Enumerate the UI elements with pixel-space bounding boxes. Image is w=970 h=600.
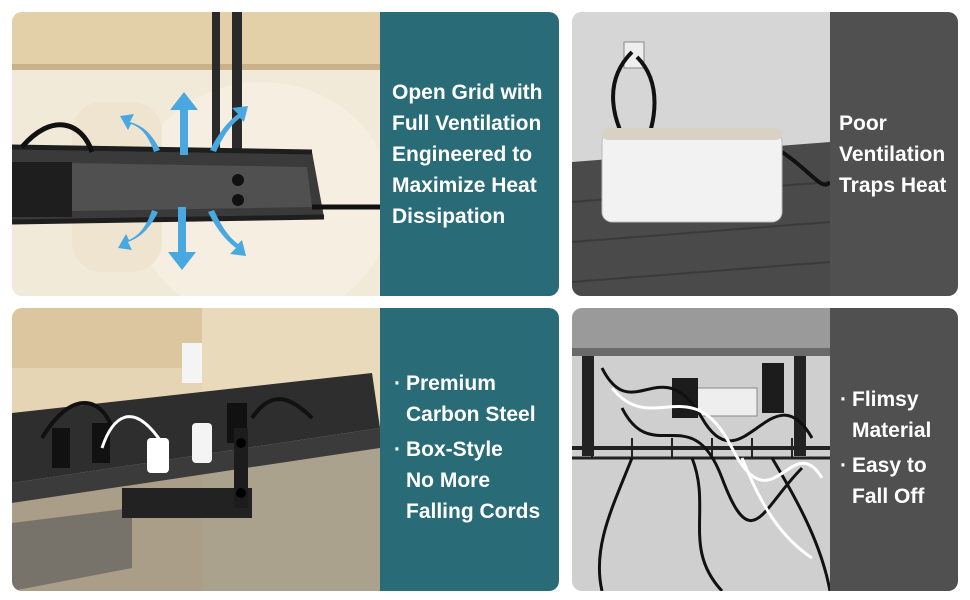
bullet-line: Carbon Steel (406, 403, 536, 426)
bullet-line: Material (852, 418, 932, 442)
bullet-line: Flimsy (852, 387, 919, 411)
panel-open-grid: Open Grid with Full Ventilation Engineer… (12, 12, 559, 296)
airflow-down-arrows-icon (118, 207, 246, 270)
photo-messy-cables (572, 308, 830, 591)
bullet-dot: · (840, 387, 847, 411)
bullet-line: Fall Off (852, 484, 925, 508)
photo-tray-full (12, 308, 380, 591)
caption-line: Poor (839, 111, 887, 135)
caption-line: Full Ventilation (392, 111, 542, 135)
drawback-bullet: · Easy to Fall Off (840, 450, 958, 512)
caption-line: Dissipation (392, 204, 506, 228)
caption-line: Maximize Heat (392, 173, 537, 197)
bullet-line: Falling Cords (406, 500, 541, 523)
feature-bullet: · Premium Carbon Steel (394, 368, 559, 430)
bullet-line: Easy to (852, 453, 927, 477)
bullet-line: Box-Style (406, 438, 503, 461)
caption-line: Traps Heat (839, 173, 947, 197)
panel-carbon-steel: · Premium Carbon Steel · Box-Style No Mo… (12, 308, 559, 591)
caption-poor-ventilation: Poor Ventilation Traps Heat (830, 12, 958, 296)
bullet-line: No More (406, 469, 490, 492)
airflow-up-arrows-icon (120, 92, 248, 155)
photo-tray-ventilation (12, 12, 380, 296)
caption-line: Open Grid with (392, 80, 543, 104)
feature-bullet: · Box-Style No More Falling Cords (394, 434, 559, 527)
panel-poor-ventilation: Poor Ventilation Traps Heat (572, 12, 958, 296)
caption-flimsy-material: · Flimsy Material · Easy to Fall Off (830, 308, 958, 591)
caption-carbon-steel: · Premium Carbon Steel · Box-Style No Mo… (380, 308, 559, 591)
bullet-dot: · (840, 453, 847, 477)
bullet-dot: · (394, 438, 401, 461)
caption-line: Ventilation (839, 142, 946, 166)
bullet-dot: · (394, 372, 401, 395)
caption-open-grid: Open Grid with Full Ventilation Engineer… (380, 12, 559, 296)
panel-flimsy-material: · Flimsy Material · Easy to Fall Off (572, 308, 958, 591)
photo-cable-box (572, 12, 830, 296)
drawback-bullet: · Flimsy Material (840, 384, 958, 446)
bullet-line: Premium (406, 372, 496, 395)
caption-line: Engineered to (392, 142, 533, 166)
